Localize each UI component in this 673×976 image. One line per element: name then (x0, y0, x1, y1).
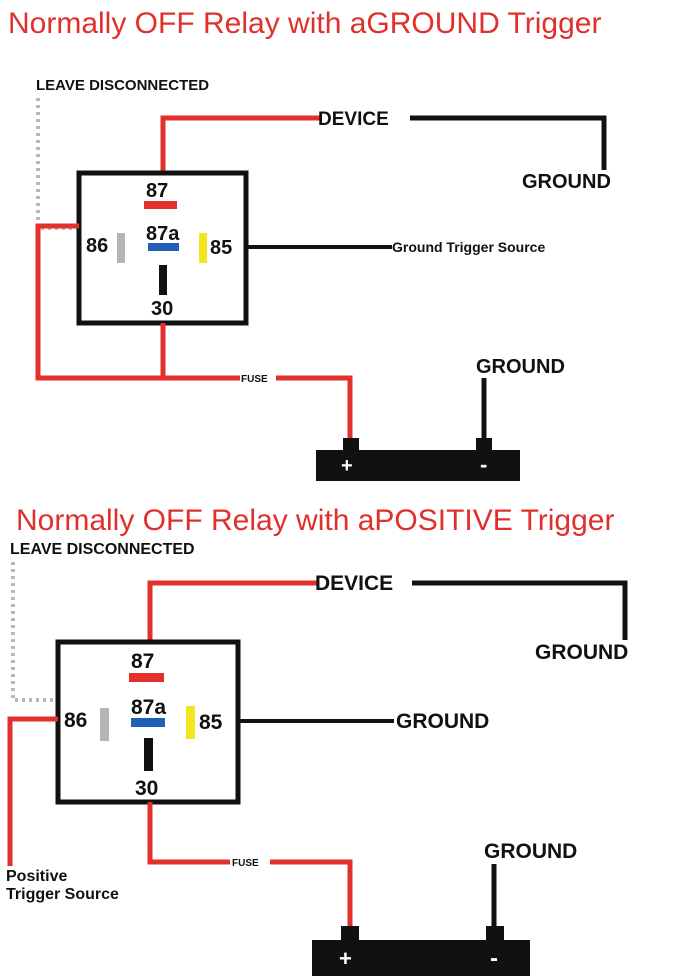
battery-minus-sign: - (480, 452, 487, 477)
fuse-label: FUSE (241, 374, 268, 385)
diagram-title: Normally OFF Relay with aGROUND Trigger (8, 7, 601, 40)
wire-device-to-ground (412, 580, 628, 640)
pin-87a-bar (131, 718, 165, 727)
battery-minus-terminal (486, 926, 504, 942)
wire-86-to-positive-trigger (7, 716, 58, 866)
fuse-label: FUSE (232, 858, 259, 869)
trigger-ground-label: GROUND (396, 710, 489, 733)
battery-plus-sign: + (341, 455, 353, 477)
pin-87a-bar (148, 243, 179, 251)
battery-plus-terminal (343, 438, 359, 452)
pin-85-label: 85 (199, 711, 223, 734)
pin-87a-label: 87a (146, 223, 180, 245)
pin-87a-label: 87a (131, 696, 166, 719)
device-ground-label: GROUND (535, 641, 628, 664)
battery-minus-terminal (476, 438, 492, 452)
diagram-ground-trigger: Normally OFF Relay with aGROUND Trigger … (8, 7, 611, 481)
battery-ground-label: GROUND (476, 356, 565, 378)
leave-disconnected-label: LEAVE DISCONNECTED (36, 77, 209, 94)
positive-trigger-label-line1: Positive (6, 868, 67, 885)
battery-plus-terminal (341, 926, 359, 942)
pin-30-label: 30 (135, 777, 158, 800)
leave-disconnected-label: LEAVE DISCONNECTED (10, 541, 195, 558)
pin-30-bar (159, 265, 167, 295)
pin-86-bar (100, 708, 109, 741)
pin-87-bar (129, 673, 164, 682)
positive-trigger-label-line2: Trigger Source (6, 886, 119, 903)
diagram-title: Normally OFF Relay with aPOSITIVE Trigge… (16, 504, 614, 537)
pin-85-bar (199, 233, 207, 263)
pin-30-bar (144, 738, 153, 771)
diagram-positive-trigger: Normally OFF Relay with aPOSITIVE Trigge… (6, 504, 628, 976)
fuse-label-bg (240, 371, 276, 384)
fuse-label-bg (230, 855, 270, 868)
wire-fuse-to-battery (163, 375, 353, 440)
device-ground-label: GROUND (522, 171, 611, 193)
pin-86-label: 86 (64, 709, 87, 732)
pin-86-label: 86 (86, 235, 108, 257)
pin-87-label: 87 (131, 650, 154, 673)
pin-85-label: 85 (210, 237, 232, 259)
battery (312, 940, 530, 976)
battery (316, 450, 520, 481)
device-label: DEVICE (315, 572, 393, 595)
pin-30-label: 30 (151, 298, 173, 320)
device-label: DEVICE (318, 109, 389, 130)
wire-device-to-ground (410, 115, 607, 170)
wire-86-to-fuse (35, 223, 163, 381)
ground-trigger-label: Ground Trigger Source (392, 239, 545, 255)
battery-plus-sign: + (339, 946, 352, 971)
pin-86-bar (117, 233, 125, 263)
pin-85-bar (186, 706, 195, 739)
pin-87-label: 87 (146, 180, 168, 202)
wire-87-to-device (147, 580, 318, 645)
pin-87-bar (144, 201, 177, 209)
battery-minus-sign: - (490, 945, 498, 972)
wire-87-to-device (160, 115, 322, 178)
battery-ground-label: GROUND (484, 840, 577, 863)
